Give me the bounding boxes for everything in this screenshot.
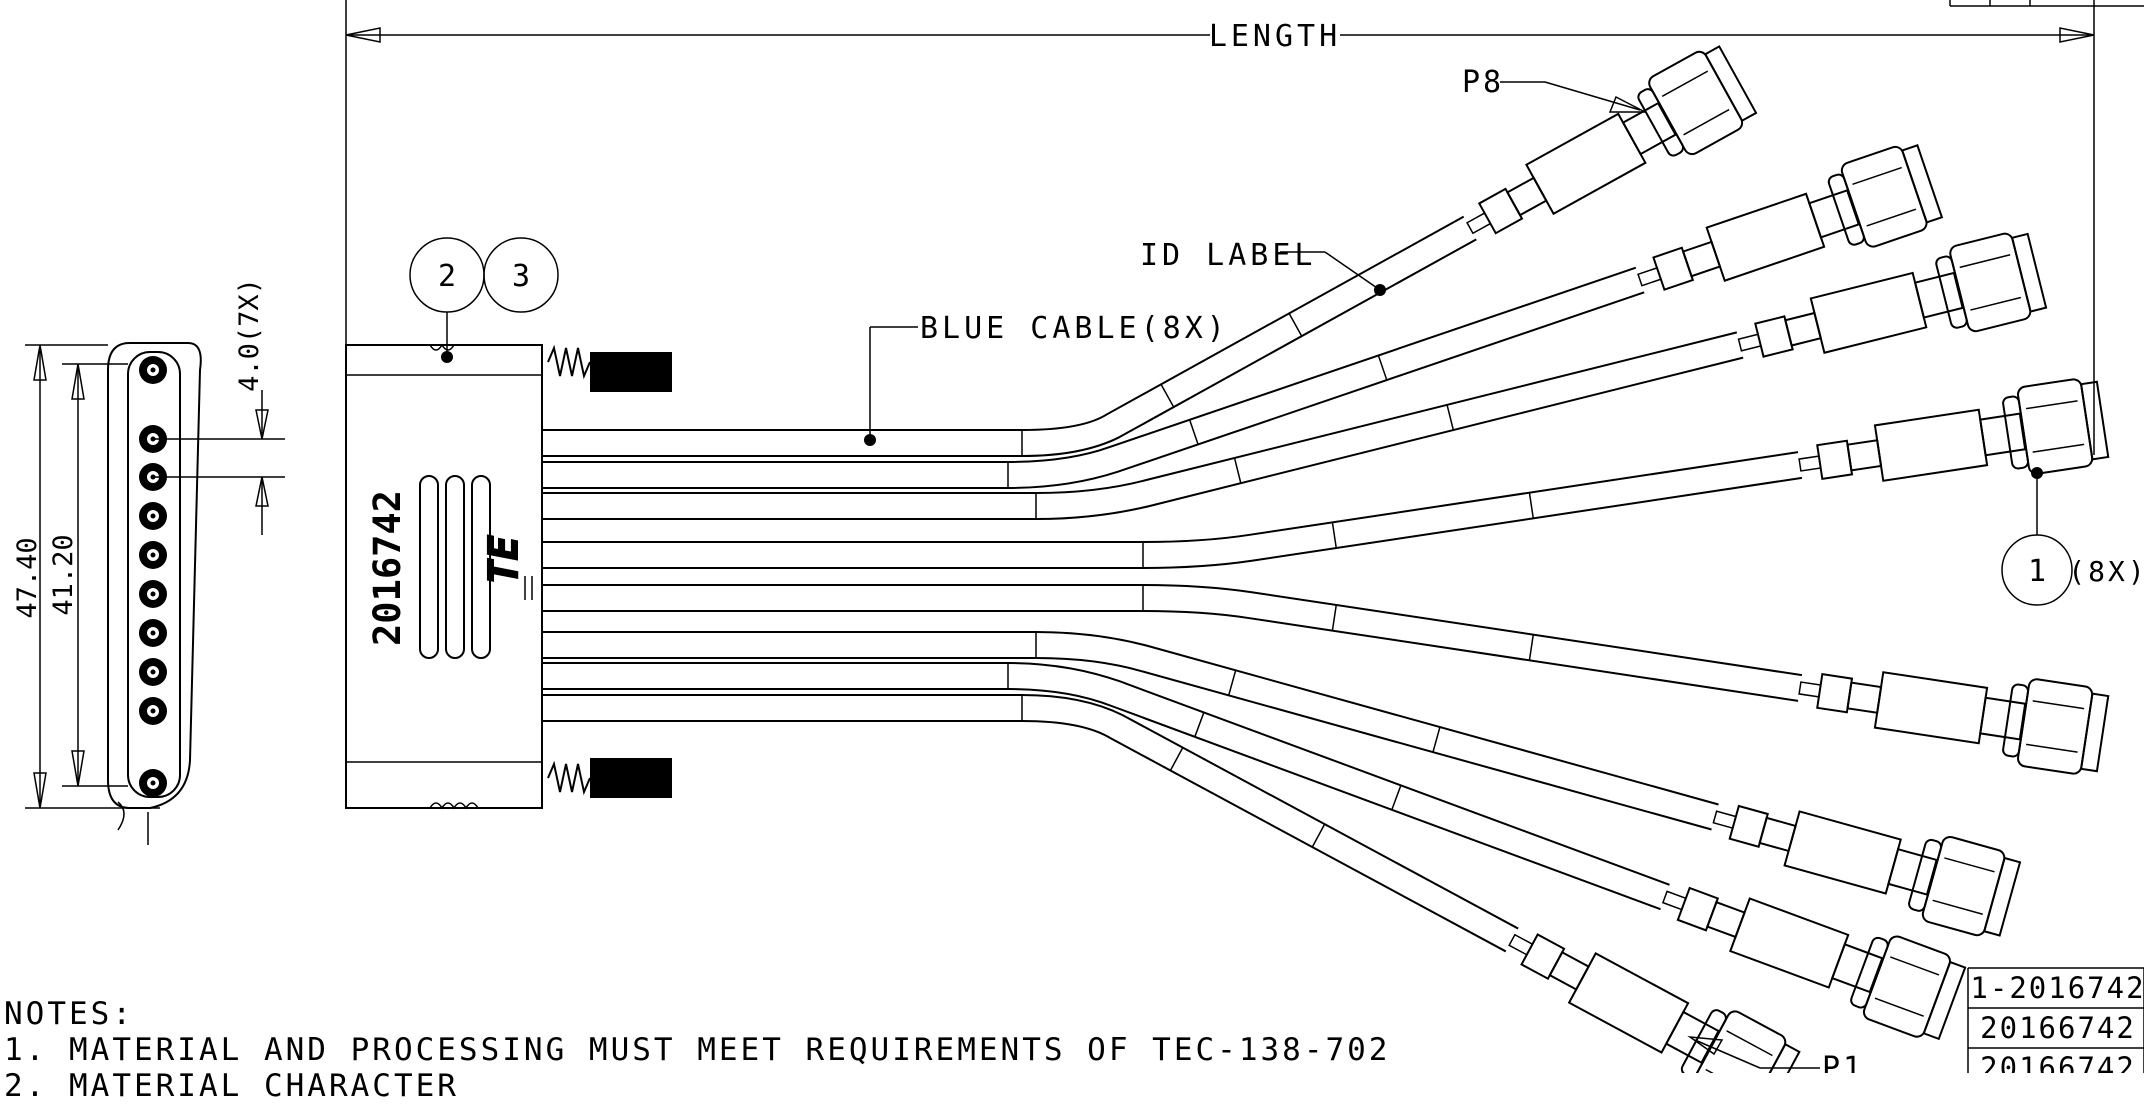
- sma-connector: [1792, 374, 2111, 510]
- part-number-row-2: 20166742: [1980, 1011, 2136, 1045]
- title-block-corner: [1949, 0, 2144, 7]
- part-number-table: 1-2016742 20166742 20166742: [1967, 967, 2144, 1073]
- contact-cavity: [139, 697, 167, 725]
- cable-assembly-drawing: LENGTH 47.40 41.20 4.0(7X): [12, 0, 2144, 1073]
- contact-cavity: [139, 580, 167, 608]
- balloon-3: 3: [483, 237, 559, 313]
- p1-callout: P1: [1687, 1035, 1864, 1073]
- contact-cavity: [139, 502, 167, 530]
- blue-cable: [542, 331, 1744, 520]
- blue-cable: [542, 215, 1477, 457]
- housing-part-number: 2016742: [366, 490, 409, 646]
- blue-cable-callout: BLUE CABLE(8X): [864, 311, 1229, 446]
- blue-cable: [542, 694, 1519, 953]
- svg-text:TE: TE: [481, 535, 527, 584]
- jack-screw-bottom: [547, 758, 672, 798]
- length-label: LENGTH: [1209, 19, 1341, 54]
- contact-cavity: [139, 541, 167, 569]
- mounting-hole: [139, 769, 167, 797]
- dim-inner-label: 41.20: [48, 534, 79, 615]
- notes-header: NOTES:: [4, 996, 134, 1032]
- blue-cable: [542, 584, 1803, 702]
- balloon-2: 2: [409, 237, 485, 363]
- te-logo: TE: [480, 534, 533, 600]
- svg-text:P8: P8: [1462, 65, 1504, 100]
- p8-callout: P8: [1462, 65, 1646, 113]
- notes-block: NOTES:1. MATERIAL AND PROCESSING MUST ME…: [4, 996, 1390, 1104]
- sma-connector: [1648, 854, 1969, 1046]
- blue-cable: [542, 662, 1670, 911]
- svg-text:2: 2: [438, 259, 456, 294]
- jack-screw-top: [547, 344, 672, 392]
- sma-connectors: [1447, 40, 2111, 1073]
- contact-cavity: [139, 619, 167, 647]
- connector-face-view: [107, 342, 202, 845]
- contact-cavities: [139, 356, 167, 797]
- blue-cable: [542, 451, 1803, 569]
- note-item-1: 1. MATERIAL AND PROCESSING MUST MEET REQ…: [4, 1032, 1391, 1068]
- svg-text:ID LABEL: ID LABEL: [1140, 238, 1317, 273]
- blue-cable: [542, 266, 1645, 489]
- face-view-dimensions: 47.40 41.20 4.0(7X): [12, 278, 285, 809]
- sma-connector: [1702, 773, 2023, 943]
- sma-connector: [1792, 643, 2111, 779]
- part-number-row-1: 1-2016742: [1970, 971, 2144, 1005]
- length-dimension: LENGTH: [345, 0, 2095, 455]
- id-label-callout: ID LABEL: [1140, 238, 1386, 296]
- svg-text:1: 1: [2028, 554, 2046, 589]
- balloon-1: 1 (8X): [2001, 467, 2144, 606]
- sma-connector: [1728, 227, 2049, 389]
- blue-cable: [542, 631, 1719, 831]
- svg-text:3: 3: [512, 259, 530, 294]
- mounting-hole: [139, 356, 167, 384]
- pitch-label: 4.0(7X): [234, 278, 265, 392]
- sma-connector: [1490, 900, 1804, 1073]
- sma-connector: [1624, 138, 1945, 323]
- contact-cavity: [139, 658, 167, 686]
- callout-1-multiplier: (8X): [2068, 555, 2144, 588]
- contact-cavity: [139, 463, 167, 491]
- svg-text:BLUE CABLE(8X): BLUE CABLE(8X): [920, 311, 1229, 346]
- cable-fanout: [542, 215, 1803, 953]
- svg-text:P1: P1: [1822, 1051, 1864, 1073]
- connector-housing: 2016742 TE: [345, 343, 543, 810]
- part-number-row-3: 20166742: [1980, 1051, 2136, 1073]
- note-item-2: 2. MATERIAL CHARACTER: [4, 1068, 459, 1104]
- dim-outer-label: 47.40: [12, 537, 43, 618]
